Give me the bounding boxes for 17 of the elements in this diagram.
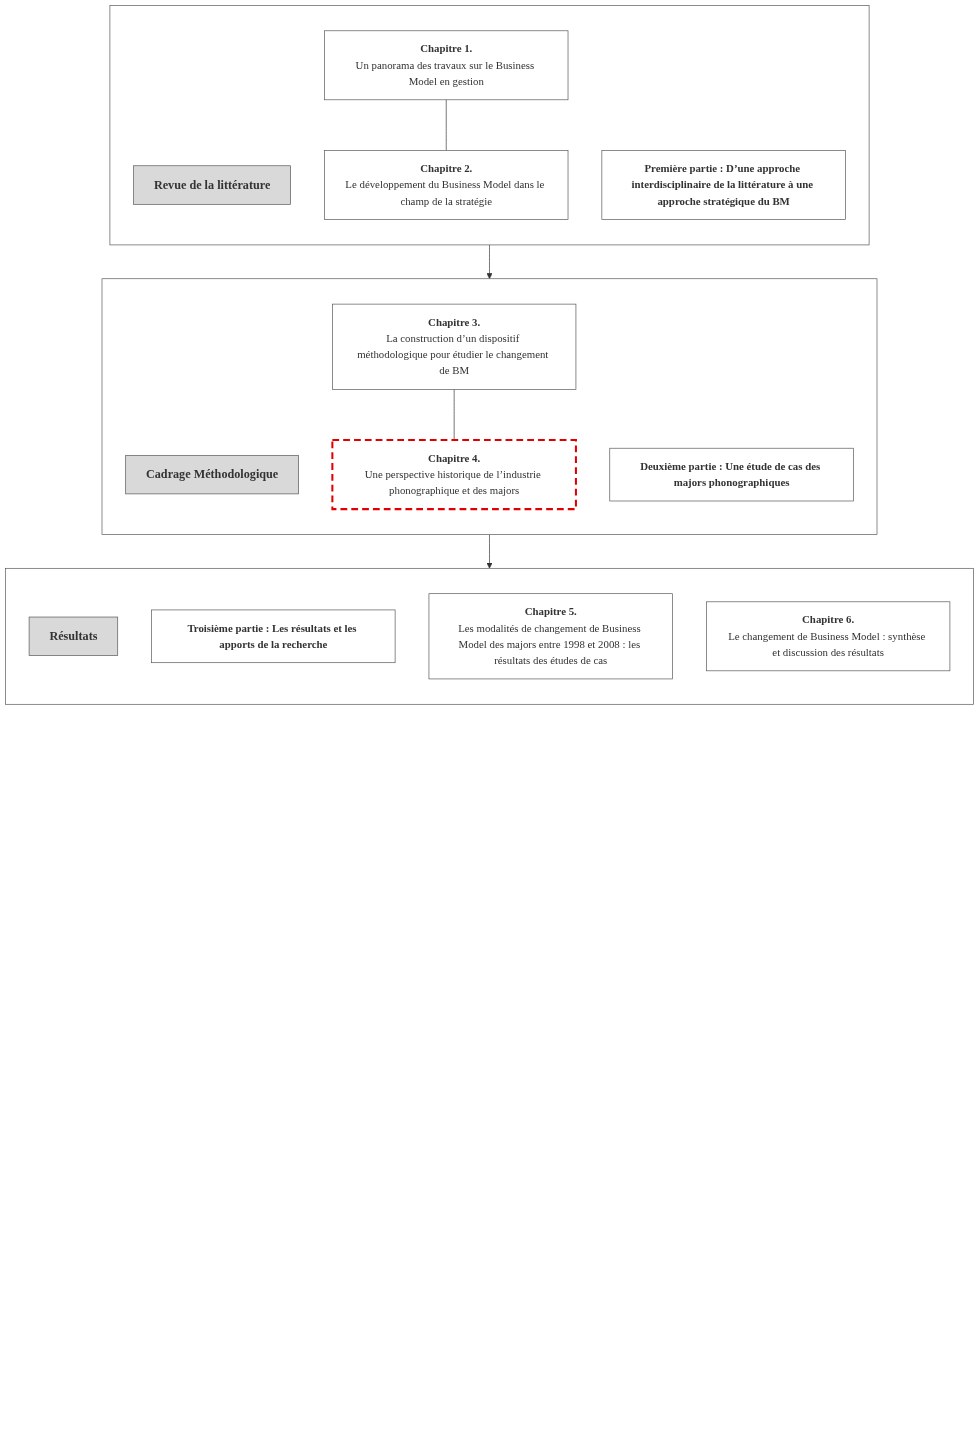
cluster xyxy=(5,568,974,705)
node-box: Chapitre 2. Le développement du Business Model dans le champ de la stratégie xyxy=(324,150,569,220)
node-box: Revue de la littérature xyxy=(133,165,291,205)
node-box: Chapitre 5. Les modalités de changement de Business Model des majors entre 1998 et 2008 : les résultats des études de cas xyxy=(428,593,673,680)
node-box: Chapitre 3. La construction d’un dispositif méthodologique pour étudier le changement de BM xyxy=(332,303,577,390)
node-box: Chapitre 4. Une perspective historique de l’industrie phonographique et des majors xyxy=(331,439,577,511)
node-box: Troisième partie : Les résultats et les apports de la recherche xyxy=(151,609,396,664)
cluster xyxy=(109,5,870,246)
connector xyxy=(445,99,447,151)
node-box: Chapitre 6. Le changement de Business Model : synthèse et discussion des résultats xyxy=(706,601,951,672)
node-box: Résultats xyxy=(28,616,119,656)
node-box: Chapitre 1. Un panorama des travaux sur le Business Model en gestion xyxy=(324,30,569,101)
node-box: Deuxième partie : Une étude de cas des majors phonographiques xyxy=(609,447,854,502)
cluster xyxy=(101,278,878,535)
node-box: Cadrage Méthodologique xyxy=(125,455,299,495)
connector xyxy=(453,389,455,441)
node-box: Première partie : D’une approche interdisciplinaire de la littérature à une approche stratégique du BM xyxy=(601,150,846,220)
